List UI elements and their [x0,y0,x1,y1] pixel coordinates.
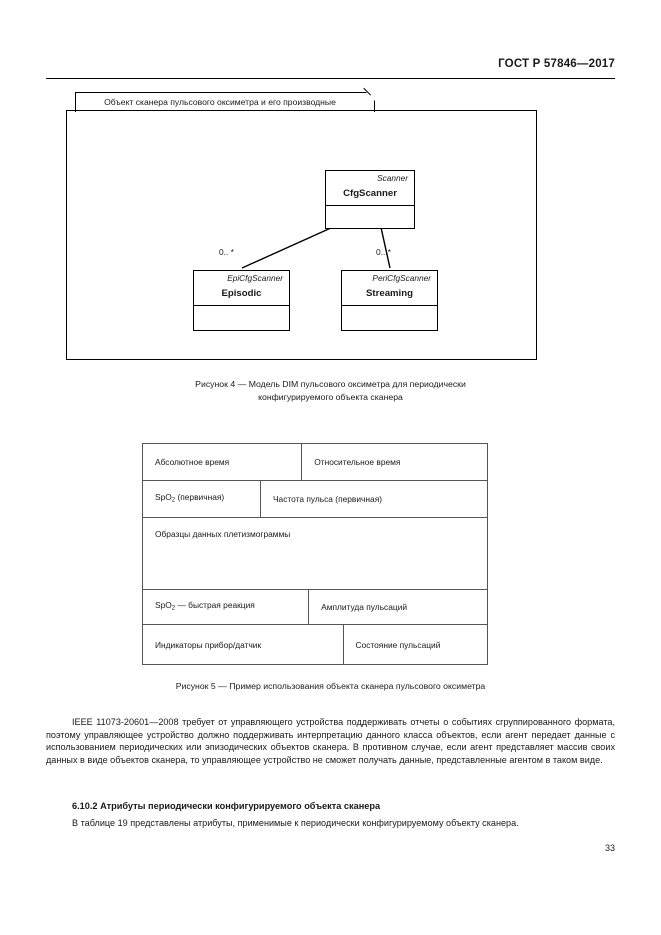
uml-multiplicity-left: 0.. * [219,247,234,257]
table-cell: Частота пульса (первичная) [259,481,487,517]
body-paragraph-1: IEEE 11073-20601—2008 требует от управля… [46,716,615,766]
uml-class-episodic: EpiCfgScanner Episodic [193,270,290,331]
uml-class-attributes-compartment [326,206,414,228]
uml-multiplicity-right: 0...* [376,247,391,257]
figure-4-caption: Рисунок 4 — Модель DIM пульсового оксиме… [0,378,661,404]
figure-4-caption-line-1: Рисунок 4 — Модель DIM пульсового оксиме… [195,379,466,389]
uml-class-cfgscanner: Scanner CfgScanner [325,170,415,229]
table-cell: Образцы данных плетизмограммы [155,529,291,539]
uml-class-name: CfgScanner [326,185,414,206]
table-cell: Состояние пульсаций [342,625,487,664]
table-cell: Относительное время [301,444,487,480]
standard-designation: ГОСТ Р 57846—2017 [498,58,615,70]
table-cell: Абсолютное время [155,457,230,467]
header-rule [46,78,615,79]
uml-package-tab: Объект сканера пульсового оксиметра и ег… [75,80,379,112]
uml-package-tab-label: Объект сканера пульсового оксиметра и ег… [104,97,336,107]
figure-4-caption-line-2: конфигурируемого объекта сканера [258,392,403,402]
uml-class-streaming: PeriCfgScanner Streaming [341,270,438,331]
uml-class-stereotype: EpiCfgScanner [227,273,283,283]
figure-5-caption: Рисунок 5 — Пример использования объекта… [175,681,486,691]
figure-4-uml-diagram: Объект сканера пульсового оксиметра и ег… [66,80,539,362]
uml-class-stereotype: Scanner [377,173,408,183]
body-paragraph-2: В таблице 19 представлены атрибуты, прим… [46,817,615,830]
uml-class-name: Episodic [194,285,289,306]
uml-class-name: Streaming [342,285,437,306]
uml-class-stereotype: PeriCfgScanner [372,273,431,283]
body-paragraph-1-text: IEEE 11073-20601—2008 требует от управля… [46,717,615,765]
figure-5-table: Абсолютное время Относительное время SpO… [142,443,488,665]
table-cell: SpO2 (первичная) [155,492,225,504]
table-cell: Индикаторы прибор/датчик [155,639,262,650]
table-cell: SpO2 — быстрая реакция [155,600,255,612]
page-number: 33 [604,843,615,853]
uml-class-attributes-compartment [194,306,289,330]
table-row: Индикаторы прибор/датчик Состояние пульс… [143,625,487,665]
uml-package-tab-shape [75,92,375,112]
table-row: Абсолютное время Относительное время [143,444,487,481]
body-paragraph-2-text: В таблице 19 представлены атрибуты, прим… [72,818,519,828]
uml-package-tab-underline [75,110,375,111]
table-row: SpO2 (первичная) Частота пульса (первичн… [143,481,487,518]
uml-package-body [66,110,537,360]
table-cell: Амплитуда пульсаций [308,590,487,624]
section-heading-6-10-2: 6.10.2 Атрибуты периодически конфигуриру… [72,801,381,811]
table-row: Образцы данных плетизмограммы [143,518,487,590]
uml-class-attributes-compartment [342,306,437,330]
table-row: SpO2 — быстрая реакция Амплитуда пульсац… [143,590,487,625]
